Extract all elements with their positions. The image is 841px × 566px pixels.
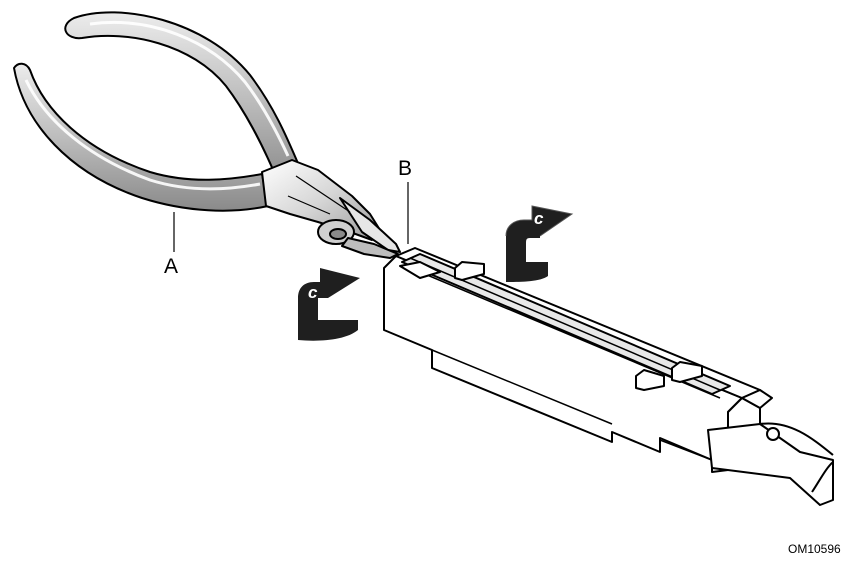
arrow-left	[298, 268, 360, 341]
callout-b-label: B	[398, 157, 413, 180]
callout-a-label: A	[164, 255, 179, 278]
figure-id: OM10596	[788, 542, 841, 556]
arrow-left-label: c	[308, 283, 318, 302]
needle-nose-pliers	[13, 11, 401, 259]
card-guide	[383, 247, 834, 506]
arrow-right	[505, 205, 574, 282]
arrow-right-label: c	[534, 209, 544, 228]
